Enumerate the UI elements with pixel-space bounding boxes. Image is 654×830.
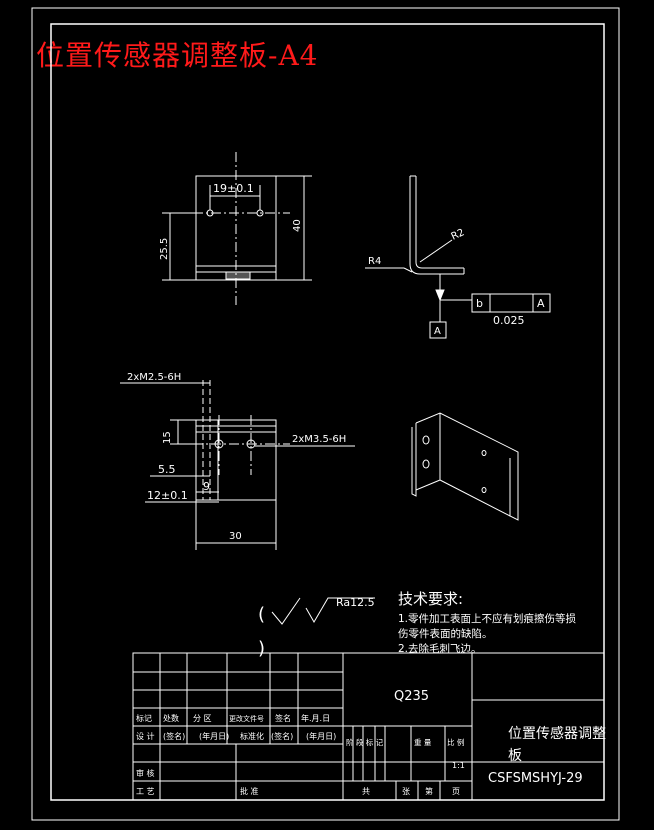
requirements-line-3: 2.去除毛刺飞边。 (398, 642, 482, 655)
header-cell: 分 区 (193, 714, 212, 723)
stage-header: 重 量 (414, 738, 432, 747)
process-label: 工 艺 (136, 787, 155, 796)
roughness-paren-close: ) (258, 638, 265, 659)
dim-5-5: 5.5 (158, 463, 176, 476)
side-view (365, 175, 551, 339)
approve-label: 批 准 (240, 786, 259, 796)
scale-value: 1:1 (452, 761, 465, 770)
roughness-paren-open: ( (258, 604, 265, 625)
design-signature: (签名) (163, 731, 185, 741)
dim-9: 9 (203, 480, 210, 493)
review-label: 审 核 (136, 768, 155, 778)
sheet-cell: 张 (402, 787, 410, 796)
inner-border (50, 23, 605, 801)
design-label: 设 计 (136, 731, 155, 741)
thread-right-label: 2xM3.5-6H (292, 434, 346, 445)
standardize-signature: (签名) (271, 731, 293, 741)
design-date: (年月日) (199, 731, 229, 741)
dim-30: 30 (229, 531, 242, 542)
roughness-symbol (271, 597, 375, 625)
tolerance-value: 0.025 (493, 314, 525, 327)
sheet-cell: 第 (425, 786, 433, 796)
dim-15: 15 (162, 431, 173, 444)
drawing-number: CSFSMSHYJ-29 (488, 771, 583, 786)
datum-label: A (434, 326, 441, 337)
part-name-line-2: 板 (508, 748, 522, 764)
roughness-value: Ra12.5 (336, 596, 375, 609)
header-cell: 签名 (275, 713, 291, 723)
dim-height: 40 (292, 219, 303, 232)
header-cell: 年.月.日 (301, 713, 330, 723)
part-name-line-1: 位置传感器调整 (508, 725, 606, 742)
radius-outer-label: R4 (368, 256, 381, 267)
requirements-line-2: 伤零件表面的缺陷。 (398, 627, 493, 640)
requirements-line-1: 1.零件加工表面上不应有划痕擦伤等损 (398, 612, 577, 625)
drawing-title: 位置传感器调整板-A4 (36, 39, 319, 72)
material-label: Q235 (394, 689, 429, 704)
sheet-cell: 共 (362, 787, 370, 796)
title-block (132, 652, 605, 801)
sheet-cell: 页 (452, 787, 460, 796)
tolerance-datum: A (537, 297, 545, 310)
radius-inner-label: R2 (450, 227, 467, 243)
requirements-heading: 技术要求: (398, 590, 463, 608)
header-cell: 标记 (136, 713, 152, 723)
header-cell: 更改文件号 (229, 714, 264, 723)
stage-header: 阶 段 标 记 (346, 737, 384, 747)
tolerance-symbol: b (476, 297, 483, 310)
standardize-label: 标准化 (240, 731, 264, 741)
bottom-view (120, 380, 355, 550)
outer-border (31, 7, 620, 821)
header-cell: 处数 (163, 713, 179, 723)
dim-hole-height: 25.5 (159, 238, 170, 260)
front-view (162, 152, 312, 305)
dim-12: 12±0.1 (147, 489, 188, 502)
thread-top-label: 2xM2.5-6H (127, 372, 181, 383)
dim-hole-spacing: 19±0.1 (213, 182, 254, 195)
isometric-view (411, 412, 519, 521)
stage-header: 比 例 (447, 737, 464, 747)
standardize-date: (年月日) (306, 731, 336, 741)
